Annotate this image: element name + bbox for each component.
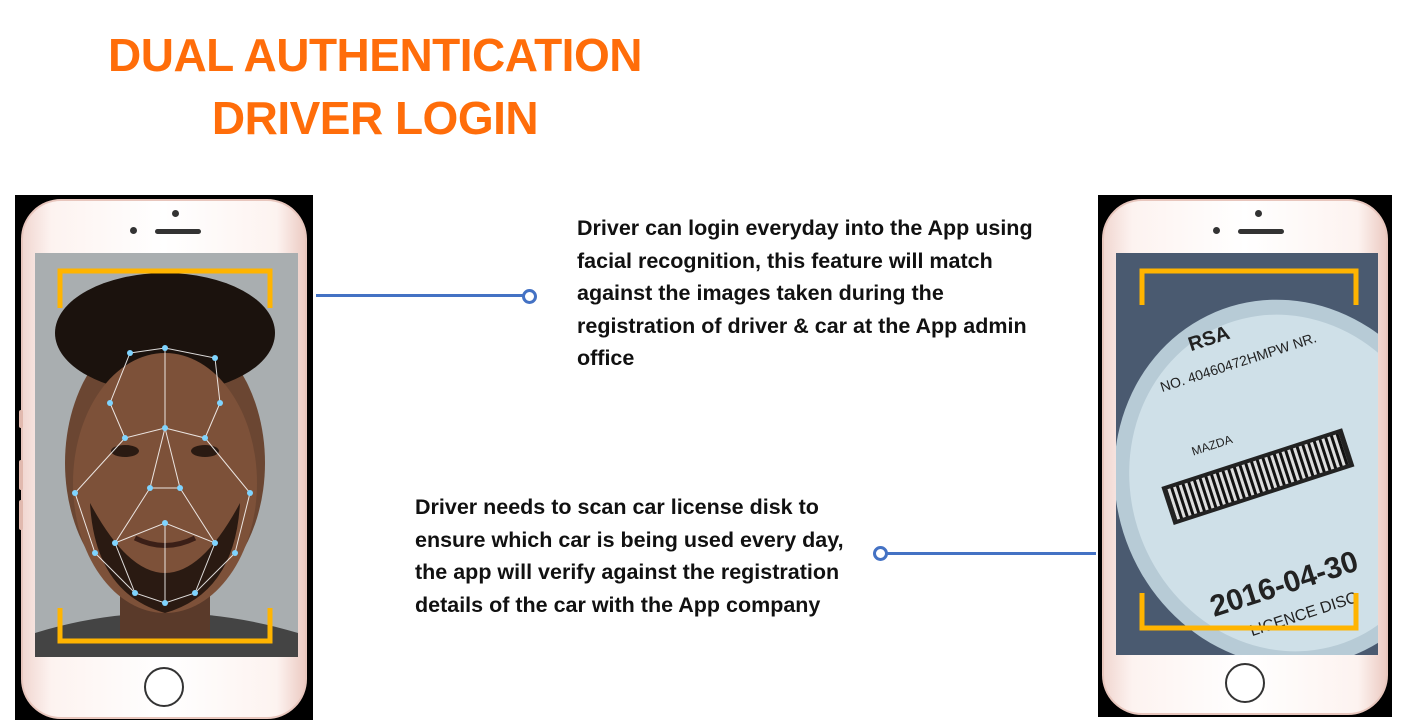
- connector-line: [316, 294, 528, 297]
- scan-frame-icon: [57, 268, 273, 644]
- scan-frame-icon: [1139, 268, 1359, 631]
- face-mesh-icon: [35, 253, 298, 657]
- home-button: [144, 667, 184, 707]
- title-line-2: DRIVER LOGIN: [211, 92, 539, 144]
- license-scan-phone: RSA NO. 40460472HMPW NR. MAZDA 2016-04-3…: [1098, 195, 1392, 717]
- face-recognition-description: Driver can login everyday into the App u…: [577, 216, 1033, 370]
- face-scan-phone: [15, 195, 313, 720]
- face-recognition-screen: [35, 253, 298, 657]
- connector-line: [886, 552, 1096, 555]
- home-button: [1225, 663, 1265, 703]
- license-disk-description: Driver needs to scan car license disk to…: [415, 495, 844, 617]
- license-disc-screen: RSA NO. 40460472HMPW NR. MAZDA 2016-04-3…: [1116, 253, 1378, 655]
- title-line-1: DUAL AUTHENTICATION: [108, 29, 642, 81]
- connector-dot: [522, 289, 537, 304]
- license-disc-image: RSA NO. 40460472HMPW NR. MAZDA 2016-04-3…: [1116, 253, 1378, 655]
